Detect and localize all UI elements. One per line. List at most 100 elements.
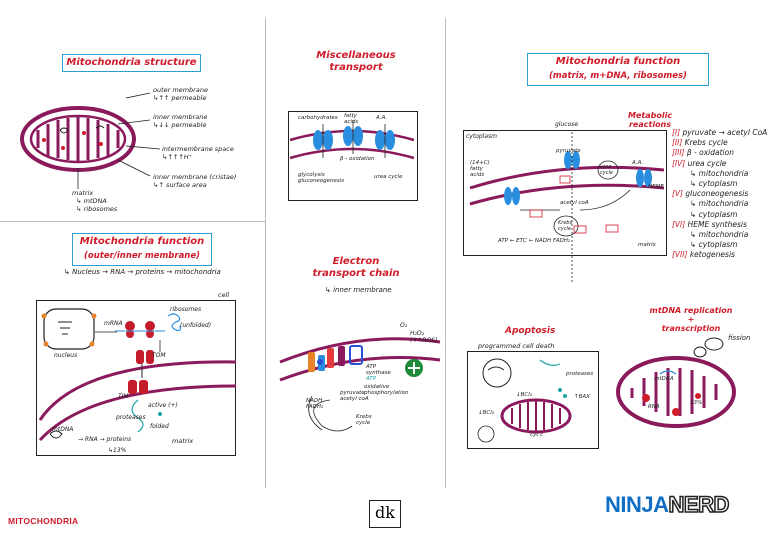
label-mrna: mRNA (104, 320, 123, 327)
label-unfolded: (unfolded) (180, 322, 212, 329)
etc-sub: ↳ inner membrane (325, 286, 392, 294)
label-urea-matrix: urea cycle (600, 164, 613, 176)
divider-horizontal-left (0, 221, 265, 222)
urea-cycle-shape (597, 160, 619, 180)
label-fatty-acids: fatty acids (344, 113, 359, 125)
outer-membrane-curve (38, 360, 237, 421)
metabolic-item-6-sub-2: ↳ cytoplasm (690, 240, 738, 250)
label-cristae: inner membrane (cristae)↳↑ surface area (153, 173, 237, 189)
label-inner-membrane: inner membrane↳↓↓ permeable (153, 113, 208, 129)
cell-box (36, 300, 236, 456)
metabolic-item-5-sub-1: ↳ mitochondria (690, 199, 749, 209)
metabolic-reactions-heading: Metabolic reactions (628, 111, 673, 129)
metabolic-item-3: [III] β - oxidation (672, 148, 734, 158)
metabolic-item-7: [VII] ketogenesis (672, 250, 735, 260)
metabolic-item-6: [VI] HEME synthesis (672, 219, 747, 229)
metabolic-item-4-sub-2: ↳ cytoplasm (690, 179, 738, 189)
label-folded: folded (150, 423, 169, 430)
label-matrix: matrix ↳ mtDNA ↳ ribosomes (72, 189, 118, 213)
label-o2: O₂ (400, 322, 408, 329)
label-proteases: proteases (116, 414, 146, 421)
label-urea-cycle: urea cycle (374, 174, 403, 180)
label-cytoplasm: cytoplasm (466, 133, 497, 140)
label-oxphos: oxidative phosphorylation (364, 384, 409, 396)
apoptosis-title: Apoptosis (505, 326, 556, 336)
label-tim: TIM (118, 393, 129, 400)
label-tom: TOM (152, 352, 166, 359)
label-krebs-matrix: Krebs cycle (558, 220, 573, 232)
inner-membrane-curve (38, 384, 237, 442)
label-mtdna-13pct: 13% (690, 400, 703, 406)
cristae (36, 117, 120, 161)
label-heme: HEME (648, 184, 664, 190)
label-apoptosis-proteases: proteases (566, 371, 594, 377)
metabolic-item-5: [V] gluconeogenesis (672, 189, 749, 199)
label-aa: A.A. (376, 115, 388, 121)
label-cell: cell (218, 291, 230, 299)
label-carbohydrates: carbohydrates (298, 115, 338, 121)
footer-mitochondria-label: MITOCHONDRIA (8, 516, 79, 526)
structure-mitochondrion-diagram (20, 92, 161, 189)
label-fission: fission (728, 334, 751, 342)
label-mtdna-dna: mtDNA (654, 376, 674, 382)
label-13pct: ↳13% (108, 447, 127, 454)
label-glucose: glucose (555, 121, 579, 128)
flow-nucleus-to-mitochondria: ↳ Nucleus → RNA → proteins → mitochondri… (64, 268, 221, 276)
brand-part-1: NINJA (605, 492, 669, 517)
complex-iii (327, 348, 334, 368)
label-rna-proteins: → RNA → proteins (78, 436, 132, 443)
label-krebs: Krebs cycle (356, 414, 372, 426)
ribosome-2 (145, 321, 155, 331)
mtdna-mito-outer (616, 356, 736, 428)
label-fatty-acids-matrix: (14+C) fatty acids (470, 160, 490, 178)
import-diagram (38, 308, 237, 442)
label-acetyl-matrix: acetyl coA (560, 200, 589, 206)
ninja-nerd-logo: NINJANERD (605, 491, 730, 518)
label-beta-oxidation: β - oxidation (340, 156, 375, 162)
divider-vertical-right (445, 18, 446, 488)
ribosome-1 (125, 321, 135, 331)
label-nucleus: nucleus (54, 352, 78, 359)
complex-i (308, 352, 315, 372)
metabolic-box (463, 130, 667, 256)
metabolic-item-2: [II] Krebs cycle (672, 138, 728, 148)
metabolic-item-5-sub-2: ↳ cytoplasm (690, 209, 738, 219)
metabolic-item-6-sub-1: ↳ mitochondria (690, 230, 749, 240)
label-lbcl2: ↓BCl₂ (516, 392, 532, 398)
tom-channel (136, 350, 144, 364)
label-atp-synthase: ATP synthase (366, 364, 391, 376)
complex-iv (338, 346, 345, 366)
metabolic-item-1: [I] pyruvate → acetyl CoA (672, 128, 768, 137)
brand-part-2: NERD (668, 491, 730, 518)
structure-title: Mitochondria structure (62, 54, 201, 72)
inner-membrane (29, 114, 127, 164)
apoptosis-mito (500, 398, 572, 434)
label-intermembrane-space: intermembrane space↳↑↑↑H⁺ (162, 145, 234, 161)
label-mtdna-rna: RNA (648, 404, 660, 410)
metabolic-list: [I] pyruvate → acetyl CoA [II] Krebs cyc… (672, 128, 767, 261)
label-bax: ↑BAX (574, 394, 590, 400)
tim-channel (128, 380, 137, 394)
label-atp-etc: ATP ← ETC ← NADH FADH₂ (498, 238, 571, 244)
label-matrix-bottom: matrix (172, 437, 194, 445)
label-aa-matrix: A.A. (632, 160, 644, 166)
apoptosis-sub: programmed cell death (478, 342, 555, 350)
label-cyt-c: cyt c (530, 432, 544, 438)
mtdna-title: mtDNA replication+transcription (649, 306, 733, 333)
metabolic-item-4-sub-1: ↳ mitochondria (690, 168, 749, 178)
divider-vertical-left (265, 18, 266, 488)
nucleus-shape (43, 308, 95, 350)
label-matrix-matrix: matrix (638, 242, 656, 248)
label-h2o2: H₂O₂(↑↑ROS) (410, 330, 438, 344)
apoptosis-box (467, 351, 599, 449)
label-mtdna: mtDNA (52, 426, 74, 433)
label-ribosomes: ribosomes (170, 306, 202, 313)
